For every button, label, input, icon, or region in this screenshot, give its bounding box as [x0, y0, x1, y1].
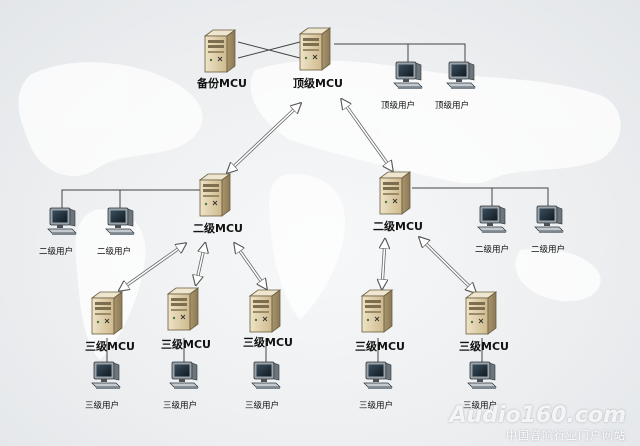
arrow-second-left-to-third-3 [235, 244, 266, 288]
arrow-top-to-second-right [342, 100, 392, 170]
top-user-2[interactable]: 顶级用户 [435, 61, 476, 111]
top-mcu-label: 顶级MCU [293, 76, 343, 90]
third-user-3[interactable]: 三级用户 [245, 361, 281, 411]
computer-icon [47, 207, 77, 236]
third-mcu-node-1[interactable]: 三级MCU [85, 291, 135, 353]
third-mcu-node-5[interactable]: 三级MCU [459, 291, 509, 353]
computer-icon [393, 61, 423, 90]
third-user-label: 三级用户 [163, 400, 197, 411]
server-icon [361, 289, 393, 333]
second-user-label: 二级用户 [531, 244, 565, 255]
second-mcu-label: 二级MCU [193, 221, 243, 235]
second-user-bus-right [412, 187, 549, 206]
computer-icon [446, 61, 476, 90]
third-mcu-node-4[interactable]: 三级MCU [355, 289, 405, 353]
second-mcu-right-node[interactable]: 二级MCU [373, 171, 423, 233]
computer-icon [363, 361, 393, 390]
second-user-label: 二级用户 [475, 244, 509, 255]
backup-mcu-node[interactable]: 备份MCU [196, 29, 247, 90]
computer-icon [91, 361, 121, 390]
third-user-5[interactable]: 三级用户 [463, 361, 497, 411]
server-icon [299, 27, 331, 71]
arrow-second-right-to-third-4 [382, 240, 385, 288]
third-mcu-node-3[interactable]: 三级MCU [243, 289, 293, 349]
arrow-second-left-to-third-1 [120, 244, 185, 290]
server-icon [465, 291, 497, 335]
third-user-label: 三级用户 [463, 400, 497, 411]
second-user-bus-left [61, 189, 205, 208]
watermark-tagline: 中国音响行业门户网站 [506, 429, 626, 442]
top-user-bus [334, 43, 466, 62]
second-mcu-left-node[interactable]: 二级MCU [193, 173, 243, 235]
third-mcu-node-2[interactable]: 三级MCU [161, 287, 211, 351]
server-icon [91, 291, 123, 335]
computer-icon [467, 361, 497, 390]
third-mcu-label: 三级MCU [161, 337, 211, 351]
server-icon [199, 173, 231, 217]
cross-link-b [237, 41, 301, 59]
computer-icon [105, 207, 135, 236]
second-user-left-2[interactable]: 二级用户 [97, 207, 135, 257]
computer-icon [477, 205, 507, 234]
third-mcu-label: 三级MCU [459, 339, 509, 353]
computer-icon [534, 205, 564, 234]
top-mcu-node[interactable]: 顶级MCU [293, 27, 343, 90]
third-user-2[interactable]: 三级用户 [163, 361, 199, 411]
top-user-1[interactable]: 顶级用户 [381, 61, 423, 111]
arrow-second-left-to-third-2 [196, 244, 205, 284]
third-user-label: 三级用户 [245, 400, 279, 411]
server-icon [204, 29, 236, 73]
cascade-arrows [120, 100, 475, 292]
third-user-4[interactable]: 三级用户 [359, 361, 393, 411]
computer-icon [169, 361, 199, 390]
top-user-label: 顶级用户 [435, 100, 469, 111]
backup-mcu-label: 备份MCU [196, 76, 247, 90]
second-mcu-label: 二级MCU [373, 219, 423, 233]
top-user-label: 顶级用户 [381, 100, 415, 111]
third-user-label: 三级用户 [85, 400, 119, 411]
third-user-1[interactable]: 三级用户 [85, 361, 121, 411]
third-mcu-label: 三级MCU [243, 335, 293, 349]
second-user-right-2[interactable]: 二级用户 [531, 205, 565, 255]
server-icon [249, 289, 281, 333]
third-mcu-label: 三级MCU [85, 339, 135, 353]
third-mcu-label: 三级MCU [355, 339, 405, 353]
second-user-left-1[interactable]: 二级用户 [39, 207, 77, 257]
computer-icon [251, 361, 281, 390]
second-user-label: 二级用户 [39, 246, 73, 257]
server-icon [379, 171, 411, 215]
server-icon [167, 287, 199, 331]
arrow-top-to-second-left [228, 104, 300, 172]
second-user-right-1[interactable]: 二级用户 [475, 205, 509, 255]
watermark-site: Audio160.com [449, 403, 626, 428]
arrow-second-right-to-third-5 [420, 238, 475, 292]
connection-lines [61, 41, 549, 362]
third-user-label: 三级用户 [359, 400, 393, 411]
second-user-label: 二级用户 [97, 246, 131, 257]
